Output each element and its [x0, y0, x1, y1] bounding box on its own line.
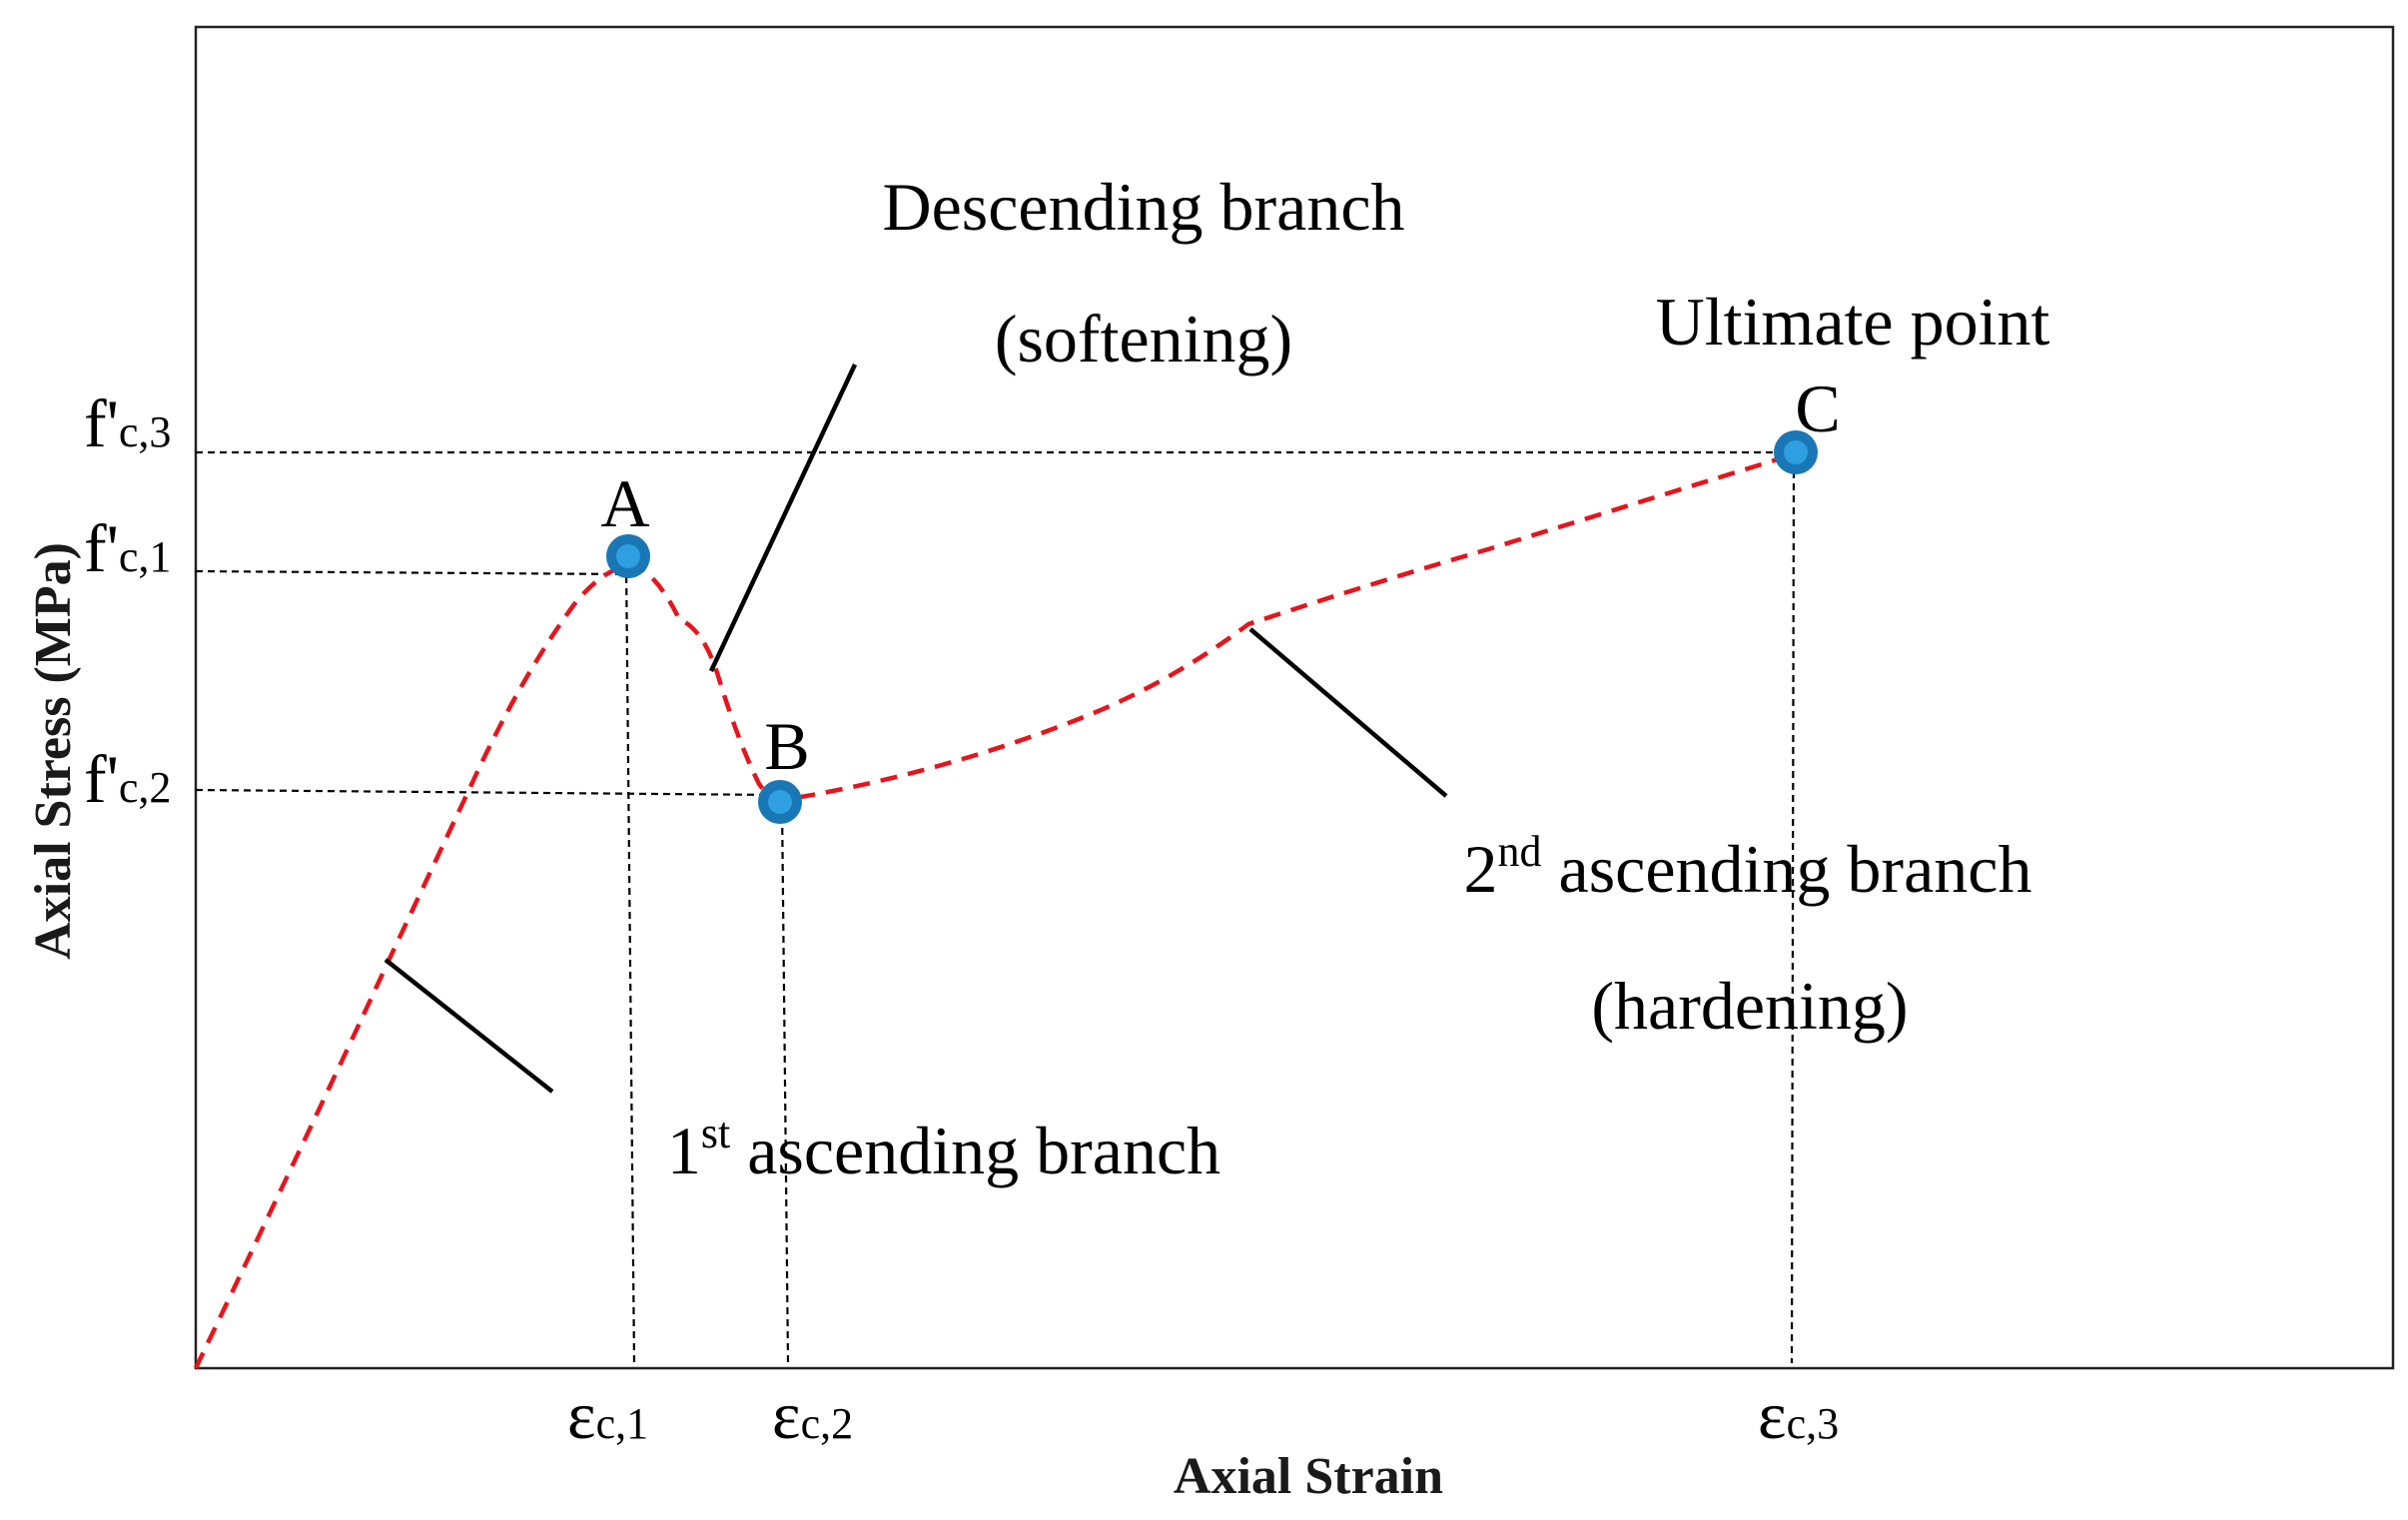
softening-label: (softening) [995, 301, 1292, 377]
hardening-label: (hardening) [1591, 968, 1908, 1044]
ultimate-point-label: Ultimate point [1656, 284, 2050, 360]
stress-strain-curve [193, 451, 1795, 1369]
guide-ec2 [780, 803, 790, 1364]
first-ascending-label: 1st ascending branch [667, 1109, 1220, 1188]
point-b-label: B [764, 708, 809, 784]
y-tick-fc3: f'c,3 [84, 385, 171, 461]
leader-first-ascending [384, 958, 554, 1094]
point-b-marker [758, 780, 802, 824]
y-axis-title: Axial Stress (MPa) [25, 542, 82, 960]
leader-descending [708, 364, 858, 672]
second-ascending-label: 2nd ascending branch [1464, 827, 2032, 907]
y-tick-fc2: f'c,2 [84, 741, 171, 817]
point-a-label: A [600, 465, 649, 541]
x-tick-ec2: εc,2 [772, 1377, 853, 1453]
point-a-marker [606, 534, 650, 578]
guide-ec1 [624, 563, 636, 1364]
plot-frame [194, 25, 2395, 1370]
point-c-marker [1774, 430, 1818, 474]
guide-fc2 [195, 788, 780, 797]
guide-ec3 [1790, 458, 1796, 1364]
leader-second-ascending [1248, 627, 1448, 798]
point-c-label: C [1795, 371, 1840, 446]
x-tick-ec3: εc,3 [1758, 1377, 1839, 1453]
descending-branch-label: Descending branch [882, 169, 1404, 245]
y-tick-fc1: f'c,1 [84, 510, 171, 586]
x-axis-title: Axial Strain [1174, 1448, 1443, 1505]
guide-fc1 [195, 569, 630, 576]
x-tick-ec1: εc,1 [567, 1377, 648, 1453]
